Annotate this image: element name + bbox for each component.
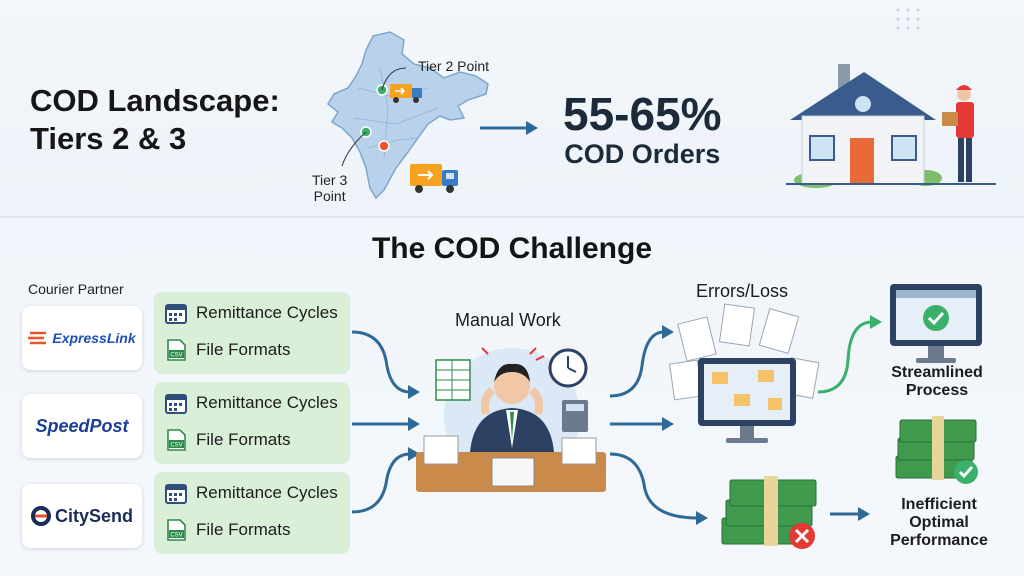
tier3-label-line-2: Point [313, 188, 346, 204]
courier-card-expresslink: ExpressLink [22, 306, 142, 370]
process-card-2: Remittance Cycles CSV File Formats [154, 382, 350, 464]
cash-success-illustration [895, 416, 978, 484]
check-icon [923, 305, 949, 331]
csv-file-icon: CSV [167, 339, 186, 361]
truck-icon-small [390, 84, 422, 103]
courier-name: ExpressLink [52, 330, 136, 346]
hub-marker [378, 140, 390, 152]
house-door [850, 138, 874, 184]
calendar-icon [165, 484, 187, 504]
formats-row: CSV File Formats [164, 518, 290, 542]
formats-label: File Formats [196, 430, 291, 449]
calendar-icon [165, 394, 187, 414]
courier-name: CitySend [54, 505, 133, 526]
errors-monitor-illustration [669, 303, 820, 443]
courier-partner-heading: Courier Partner [28, 281, 124, 297]
process-card-1: Remittance Cycles CSV File Formats [154, 292, 350, 374]
delivery-person [942, 85, 974, 182]
arrows-to-manual-work [351, 330, 420, 514]
remittance-row: Remittance Cycles [164, 391, 338, 415]
csv-file-icon: CSV [167, 519, 186, 541]
expresslink-logo-icon [28, 331, 47, 345]
cash-loss-illustration [721, 476, 817, 549]
csv-tag: CSV [170, 533, 182, 539]
csv-tag: CSV [170, 353, 182, 359]
stressed-worker-illustration [416, 347, 606, 492]
stat-value: 55-65% [563, 88, 722, 140]
title-line-1: COD Landscape: [30, 83, 280, 118]
arrow-to-streamlined [817, 315, 882, 394]
title-line-2: Tiers 2 & 3 [30, 121, 187, 156]
courier-card-citysend: CitySend [22, 484, 142, 548]
arrows-from-manual-work [609, 325, 708, 525]
citysend-logo-icon [30, 506, 51, 526]
page-title: COD Landscape: Tiers 2 & 3 [30, 82, 280, 158]
streamlined-line-2: Process [905, 382, 969, 399]
map-shape [327, 31, 489, 200]
arrow-to-stat [480, 121, 538, 135]
courier-card-speedpost: SpeedPost [22, 394, 142, 458]
arrow-to-inefficient [830, 507, 870, 521]
streamlined-label: Streamlined Process [882, 364, 992, 400]
house-delivery-illustration [786, 64, 996, 188]
challenge-title: The COD Challenge [371, 232, 653, 265]
decorative-dots [896, 8, 920, 30]
csv-tag: CSV [170, 443, 182, 449]
tier2-label: Tier 2 Point [418, 58, 490, 74]
formats-label: File Formats [196, 340, 291, 359]
remittance-label: Remittance Cycles [196, 303, 338, 322]
truck-icon [410, 164, 458, 193]
stat-label: COD Orders [564, 139, 721, 169]
manual-work-label: Manual Work [455, 310, 561, 330]
remittance-label: Remittance Cycles [196, 393, 338, 412]
streamlined-monitor-illustration [890, 284, 982, 363]
inefficient-line-1: Inefficient [901, 496, 977, 513]
formats-row: CSV File Formats [164, 428, 290, 452]
csv-file-icon: CSV [167, 429, 186, 451]
tier3-label: Tier 3 Point [312, 172, 347, 204]
inefficient-line-3: Performance [890, 532, 988, 549]
remittance-label: Remittance Cycles [196, 483, 338, 502]
process-card-3: Remittance Cycles CSV File Formats [154, 472, 350, 554]
formats-row: CSV File Formats [164, 338, 290, 362]
calendar-icon [165, 304, 187, 324]
section-divider [0, 216, 1024, 218]
courier-name: SpeedPost [35, 415, 129, 436]
remittance-row: Remittance Cycles [164, 481, 338, 505]
tier3-label-line-1: Tier 3 [312, 172, 348, 188]
inefficient-label: Inefficient Optimal Performance [880, 496, 998, 550]
cod-stat: 55-65% COD Orders [563, 90, 722, 170]
formats-label: File Formats [196, 520, 291, 539]
inefficient-line-2: Optimal [909, 514, 969, 531]
errors-loss-label: Errors/Loss [696, 281, 789, 301]
india-map [327, 31, 489, 200]
remittance-row: Remittance Cycles [164, 301, 338, 325]
streamlined-line-1: Streamlined [891, 364, 983, 381]
